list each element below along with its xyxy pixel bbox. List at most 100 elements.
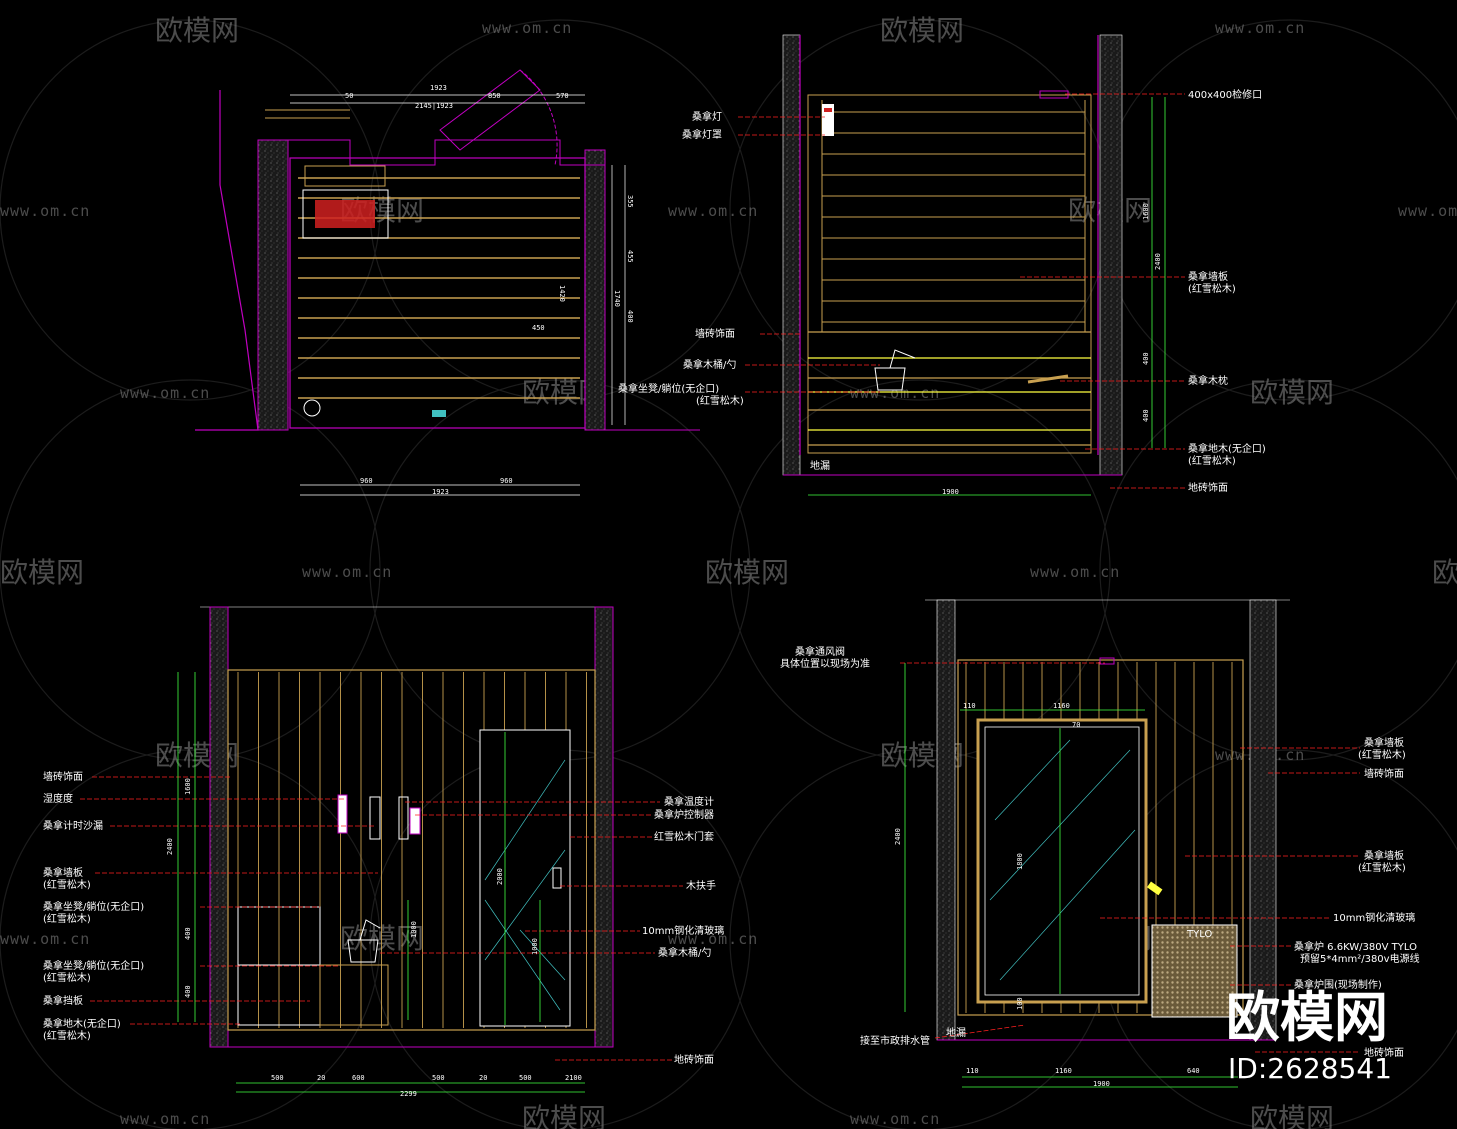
elevation-c: 2400 110 1160 70 1800 100 110 1160 640 1…	[780, 599, 1420, 1088]
elev-b-label-seat2-sub: (红雪松木)	[43, 971, 91, 984]
watermark-url: www.om.cn	[120, 384, 210, 402]
elev-b-label-seat1: 桑拿坐凳/躺位(无企口)	[43, 900, 144, 913]
elev-c-label-glass: 10mm钢化清玻璃	[1333, 911, 1415, 924]
elev-c-dim-bot-left: 110	[966, 1067, 979, 1075]
plan-dim-top-b: 50	[345, 92, 353, 100]
elev-b-dim-width: 2299	[400, 1090, 417, 1098]
watermark-brand: 欧模网	[522, 1102, 606, 1129]
glass-reflection-line	[519, 929, 566, 981]
watermark-url: www.om.cn	[850, 1110, 940, 1128]
elev-c-label-vent-sub: 具体位置以现场为准	[780, 657, 870, 670]
watermark-brand-row-4: 欧模网 www.om.cn 欧模网 www.om.cn 欧模网	[0, 556, 1457, 589]
elev-c-dim-top-gap: 70	[1072, 721, 1080, 729]
badge-brand-text: 欧模网	[1226, 986, 1388, 1049]
watermark-brand-row-7: www.om.cn 欧模网 www.om.cn 欧模网	[120, 1102, 1334, 1129]
elev-c-dim-bot-door: 1160	[1055, 1067, 1072, 1075]
watermark-brand: 欧模网	[1250, 1102, 1334, 1129]
elev-c-vent-valve	[1146, 881, 1163, 896]
plan-dim-top-a: 850	[488, 92, 501, 100]
elev-a-ladle-icon	[889, 349, 916, 369]
elev-c-label-drain: 接至市政排水管	[860, 1034, 930, 1047]
elev-c-label-floor-tile: 地砖饰面	[1364, 1046, 1404, 1059]
elev-a-label-floor-tile: 地砖饰面	[1188, 481, 1228, 494]
plan-outer-wall-left	[195, 90, 259, 431]
elev-c-label-vent: 桑拿通风阀	[795, 645, 845, 658]
elev-b-dim-b1: 500	[271, 1074, 284, 1082]
watermark-url: www.om.cn	[850, 384, 940, 402]
watermark-brand: 欧模网	[1250, 376, 1334, 409]
elev-b-dim-h-total: 2400	[166, 838, 174, 855]
elev-a-dim-h-upper: 1600	[1142, 203, 1150, 220]
elev-a-wall-slats	[822, 111, 1085, 323]
elev-b-hygrometer	[337, 794, 348, 834]
elev-c-dim-door-h-text: 1800	[1016, 853, 1024, 870]
elev-c-label-wallboard1-sub: (红雪松木)	[1358, 748, 1406, 761]
plan-dim-top-sub: 2145|1923	[415, 102, 453, 110]
watermark-url: www.om.cn	[482, 19, 572, 37]
watermark-url: www.om.cn	[0, 930, 90, 948]
plan-dim-top-c: 570	[556, 92, 569, 100]
elev-b-label-glass: 10mm钢化清玻璃	[642, 924, 724, 937]
elev-b-dim-bench-h: 1000	[410, 921, 418, 938]
elev-b-leaders	[80, 776, 683, 1061]
elev-a-label-floor-wood: 桑拿地木(无企口)	[1188, 442, 1266, 455]
elev-b-dim-b6: 500	[519, 1074, 532, 1082]
elev-b-label-floor-wood: 桑拿地木(无企口)	[43, 1017, 121, 1030]
elev-c-glass-inner	[984, 726, 1140, 996]
glass-reflection-line	[994, 739, 1071, 821]
watermark-url: www.om.cn	[668, 202, 758, 220]
elev-c-dim-left: 110	[963, 702, 976, 710]
elev-a-sauna-box	[807, 94, 1092, 454]
elev-a-label-lamp: 桑拿灯	[692, 110, 722, 123]
elev-c-label-wallboard2-sub: (红雪松木)	[1358, 861, 1406, 874]
elev-a-hatch	[1039, 90, 1069, 99]
plan-dim-right-a: 355	[626, 195, 634, 208]
elev-a-wall-left	[782, 34, 801, 476]
elev-c-stove	[1151, 924, 1238, 1018]
elev-b-label-seat1-sub: (红雪松木)	[43, 912, 91, 925]
watermark-brand: 欧模网	[1432, 556, 1457, 589]
watermark-brand: 欧模网	[880, 14, 964, 47]
plan-stove-heater	[315, 200, 375, 228]
elev-b-dim-door-w2: 1000	[531, 938, 539, 955]
elev-a-label-pillow: 桑拿木枕	[1188, 374, 1228, 387]
elev-c-label-stove-sub: 预留5*4mm²/380v电源线	[1300, 952, 1420, 965]
watermark-brand: 欧模网	[340, 922, 424, 955]
watermark-brand-row-2: www.om.cn 欧模网 www.om.cn 欧模网 www.om.cn	[0, 194, 1457, 227]
elev-b-wall-right	[594, 606, 614, 1048]
elev-b-bucket-icon	[347, 939, 379, 963]
elev-a-label-drain: 地漏	[810, 459, 830, 472]
elev-b-label-humidity: 湿度度	[43, 792, 73, 805]
elev-b-bench-lower	[237, 964, 389, 1026]
elev-a-label-wallboard: 桑拿墙板	[1188, 270, 1228, 283]
plan-room-outline	[289, 157, 586, 429]
elev-b-dim-b4: 500	[432, 1074, 445, 1082]
elev-c-wall-left	[936, 599, 956, 1041]
elev-c-dim-h-total: 2400	[894, 828, 902, 845]
elev-a-lamp-glow	[824, 108, 832, 112]
elev-a-label-lamp-cover: 桑拿灯罩	[682, 128, 722, 141]
elev-a-label-bucket: 桑拿木桶/勺	[683, 358, 736, 371]
plan-dimensions	[290, 94, 626, 496]
elev-b-sauna-box	[227, 669, 596, 1031]
plan-dim-right-c: 400	[626, 310, 634, 323]
elev-b-controller	[409, 807, 421, 835]
plan-dim-bottom-total: 1923	[432, 488, 449, 496]
elev-b-label-bucket: 桑拿木桶/勺	[658, 946, 711, 959]
elev-c-dim-door-w: 1160	[1053, 702, 1070, 710]
plan-top-wall	[258, 139, 605, 166]
plan-stove-guard	[304, 165, 386, 187]
watermark-url: www.om.cn	[0, 202, 90, 220]
plan-dim-bottom-a: 960	[360, 477, 373, 485]
watermark-brand: 欧模网	[155, 14, 239, 47]
elev-c-label-wallboard2: 桑拿墙板	[1364, 849, 1404, 862]
elev-b-handle	[552, 867, 562, 889]
watermark-brand: 欧模网	[705, 556, 789, 589]
elev-b-dim-h-bot: 400	[184, 985, 192, 998]
elev-c-leaders	[900, 662, 1360, 1053]
elev-a-label-seat: 桑拿坐凳/躺位(无企口)	[618, 382, 719, 395]
plan-dim-right-b: 455	[626, 250, 634, 263]
elev-b-label-floor-wood-sub: (红雪松木)	[43, 1029, 91, 1042]
plan-stove	[302, 189, 389, 239]
